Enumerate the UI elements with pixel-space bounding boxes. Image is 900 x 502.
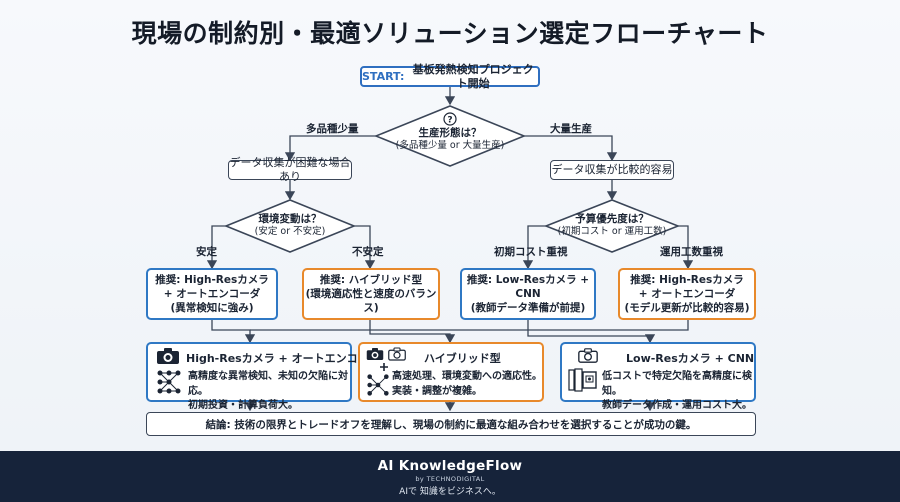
camera-icon (366, 348, 384, 360)
result2-d2: 実装・調整が複雑。 (392, 385, 482, 397)
rec4-l3: (モデル更新が比較的容易) (624, 302, 750, 315)
result3-title: Low-Resカメラ + CNN (626, 352, 755, 365)
camera-outline-icon (388, 347, 406, 361)
neural-network-icon (367, 374, 389, 396)
rec4-l2: + オートエンコーダ (638, 287, 736, 300)
start-box: START: 基板発熱検知プロジェクト開始 (360, 63, 540, 90)
data-difficult-box: データ収集が困難な場合あり (228, 156, 352, 183)
footer: AI KnowledgeFlow by TECHNODIGITAL AIで 知識… (0, 451, 900, 502)
rec3-l1: 推奨: Low-Resカメラ + CNN (466, 273, 590, 300)
question-icon: ? (443, 112, 457, 126)
rec-lowres-cnn: 推奨: Low-Resカメラ + CNN (教師データ準備が前提) (460, 268, 596, 320)
result3-d2: 教師データ作成・運用コスト大。 (602, 400, 752, 411)
q1-label: 生産形態は？ (418, 127, 482, 139)
branch-multi-small: 多品種少量 (306, 123, 359, 135)
q1-text: 生産形態は？ (多品種少量 or 大量生産) (386, 127, 514, 152)
start-prefix: START: (362, 69, 405, 83)
result-highres-ae (146, 342, 352, 402)
q3-label: 予算優先度は？ (575, 213, 649, 225)
image-stack-icon (568, 368, 597, 392)
branch-stable: 安定 (196, 246, 217, 258)
branch-mass: 大量生産 (550, 123, 592, 135)
result2-d1: 高速処理、環境変動への適応性。 (392, 371, 542, 382)
rec2-l1: 推奨: ハイブリッド型 (319, 273, 423, 286)
decision-diamond-environment (223, 199, 357, 253)
q3-text: 予算優先度は？ (初期コスト or 運用工数) (552, 213, 672, 238)
rec4-l1: 推奨: High-Resカメラ (630, 273, 744, 286)
result2-desc: 高速処理、環境変動への適応性。 実装・調整が複雑。 (392, 370, 542, 399)
decision-diamond-budget (543, 199, 681, 253)
brand-logo: AI KnowledgeFlow (377, 458, 523, 474)
rec1-l1: 推奨: High-Resカメラ (155, 273, 269, 286)
neural-network-icon (157, 370, 181, 394)
branch-operation: 運用工数重視 (660, 246, 723, 258)
brand-by: by TECHNODIGITAL (415, 475, 485, 483)
rec-highres-ae-stable: 推奨: High-Resカメラ + オートエンコーダ (異常検知に強み) (146, 268, 278, 320)
result1-d2: 初期投資・計算負荷大。 (188, 400, 298, 411)
rec-highres-ae-operation: 推奨: High-Resカメラ + オートエンコーダ (モデル更新が比較的容易) (618, 268, 756, 320)
brand-tagline: AIで 知識をビジネスへ。 (399, 487, 501, 497)
camera-icon (157, 348, 179, 364)
start-text: 基板発熱検知プロジェクト開始 (412, 62, 534, 90)
branch-initial-cost: 初期コスト重視 (494, 246, 568, 258)
result1-d1: 高精度な異常検知、未知の欠陥に対応。 (188, 371, 348, 397)
rec1-l3: (異常検知に強み) (170, 302, 254, 315)
branch-unstable: 不安定 (352, 246, 384, 258)
q1-sub: (多品種少量 or 大量生産) (395, 140, 505, 152)
result2-title: ハイブリッド型 (424, 352, 501, 365)
data-easy-box: データ収集が比較的容易 (550, 160, 674, 180)
q2-label: 環境変動は？ (258, 213, 322, 225)
page-title: 現場の制約別・最適ソリューション選定フローチャート (131, 19, 769, 48)
q2-sub: (安定 or 不安定) (254, 226, 326, 238)
svg-text:?: ? (447, 116, 452, 126)
result3-desc: 低コストで特定欠陥を高精度に検知。 教師データ作成・運用コスト大。 (602, 370, 754, 414)
q2-text: 環境変動は？ (安定 or 不安定) (236, 213, 344, 238)
camera-outline-icon (578, 348, 598, 363)
rec3-l2: (教師データ準備が前提) (470, 302, 586, 315)
conclusion-box: 結論: 技術の限界とトレードオフを理解し、現場の制約に最適な組み合わせを選択する… (146, 412, 756, 436)
result3-d1: 低コストで特定欠陥を高精度に検知。 (602, 371, 752, 397)
rec1-l2: + オートエンコーダ (163, 287, 261, 300)
result1-desc: 高精度な異常検知、未知の欠陥に対応。 初期投資・計算負荷大。 (188, 370, 350, 414)
decision-diamond-production (373, 105, 527, 167)
q3-sub: (初期コスト or 運用工数) (557, 226, 667, 238)
plus-icon (380, 363, 388, 371)
result1-title: High-Resカメラ + オートエンコーダ (186, 352, 380, 365)
rec2-l2: (環境適応性と速度のバランス) (305, 287, 437, 315)
rec-hybrid: 推奨: ハイブリッド型 (環境適応性と速度のバランス) (302, 268, 440, 320)
